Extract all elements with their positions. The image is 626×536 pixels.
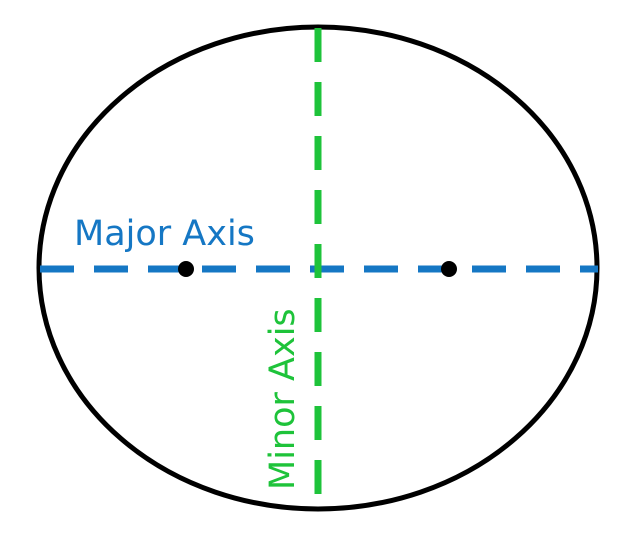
minor-axis-label: Minor Axis [263, 308, 303, 490]
focus-right [441, 261, 457, 277]
focus-left [178, 261, 194, 277]
major-axis-label: Major Axis [74, 214, 255, 254]
